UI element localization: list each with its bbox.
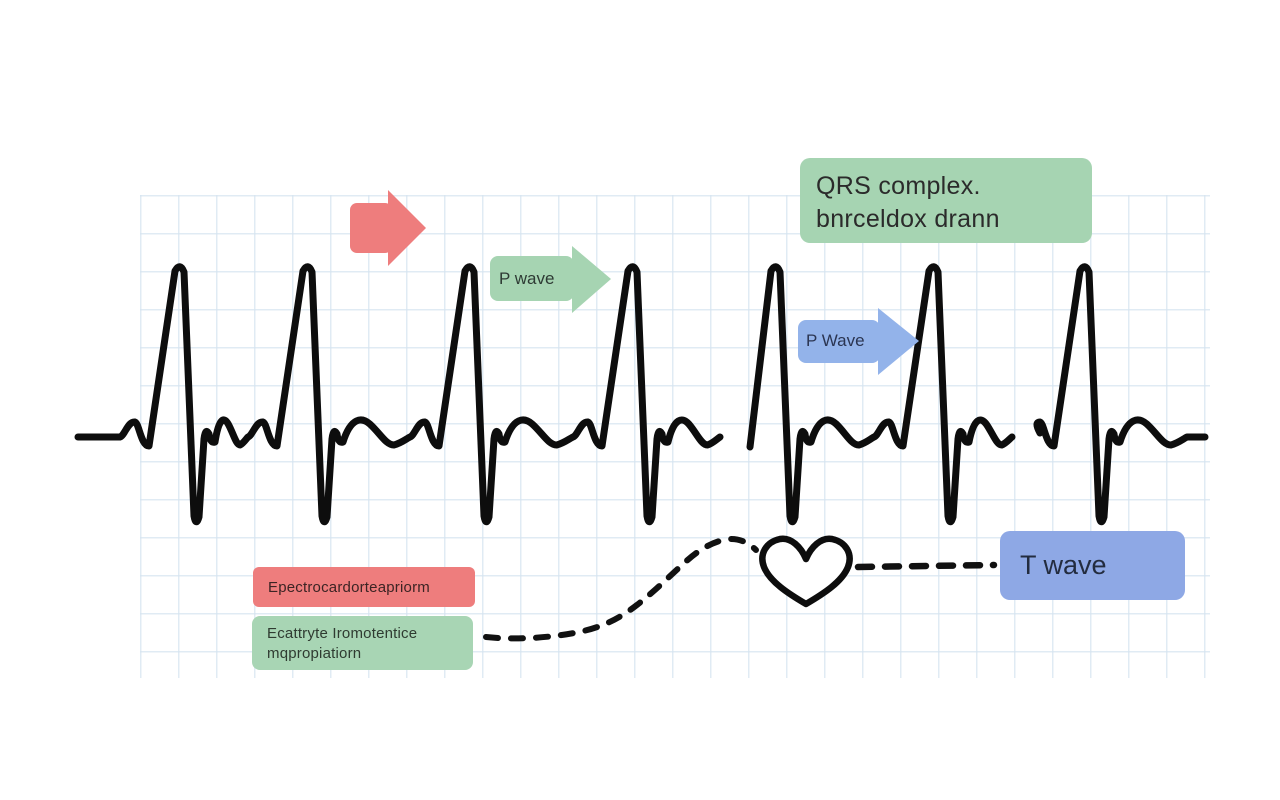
green-label-line1: Ecattryte Iromotentice xyxy=(267,625,418,642)
green-label-line2: mqpropiatiorn xyxy=(267,645,362,662)
red-label-text: Epectrocardorteapriorm xyxy=(268,578,430,596)
red-arrow-right-icon xyxy=(350,190,426,266)
t-wave-label-box: T wave xyxy=(1000,531,1185,600)
qrs-complex-label-line2: bnrceldox drann xyxy=(816,205,1000,233)
dashed-curve-connector xyxy=(483,536,759,642)
qrs-complex-label-line1: QRS complex. xyxy=(816,172,981,200)
qrs-complex-label-box: QRS complex. bnrceldox drann xyxy=(800,158,1092,243)
ecg-waveform-segment-2 xyxy=(746,263,1016,526)
p-wave-green-arrow-label: P wave xyxy=(499,269,555,288)
green-p-wave-arrow-icon xyxy=(490,246,611,313)
dashed-line-connector xyxy=(854,561,998,571)
ecg-waveform-segment-3 xyxy=(1033,263,1209,526)
red-label-box: Epectrocardorteapriorm xyxy=(253,567,475,607)
heart-icon xyxy=(759,535,853,608)
t-wave-label-text: T wave xyxy=(1020,550,1107,580)
ecg-waveform-segment-1 xyxy=(74,263,724,526)
p-wave-blue-arrow-label: P Wave xyxy=(806,331,865,350)
blue-p-wave-arrow-icon xyxy=(798,308,919,375)
green-label-box: Ecattryte Iromotentice mqpropiatiorn xyxy=(252,616,473,670)
